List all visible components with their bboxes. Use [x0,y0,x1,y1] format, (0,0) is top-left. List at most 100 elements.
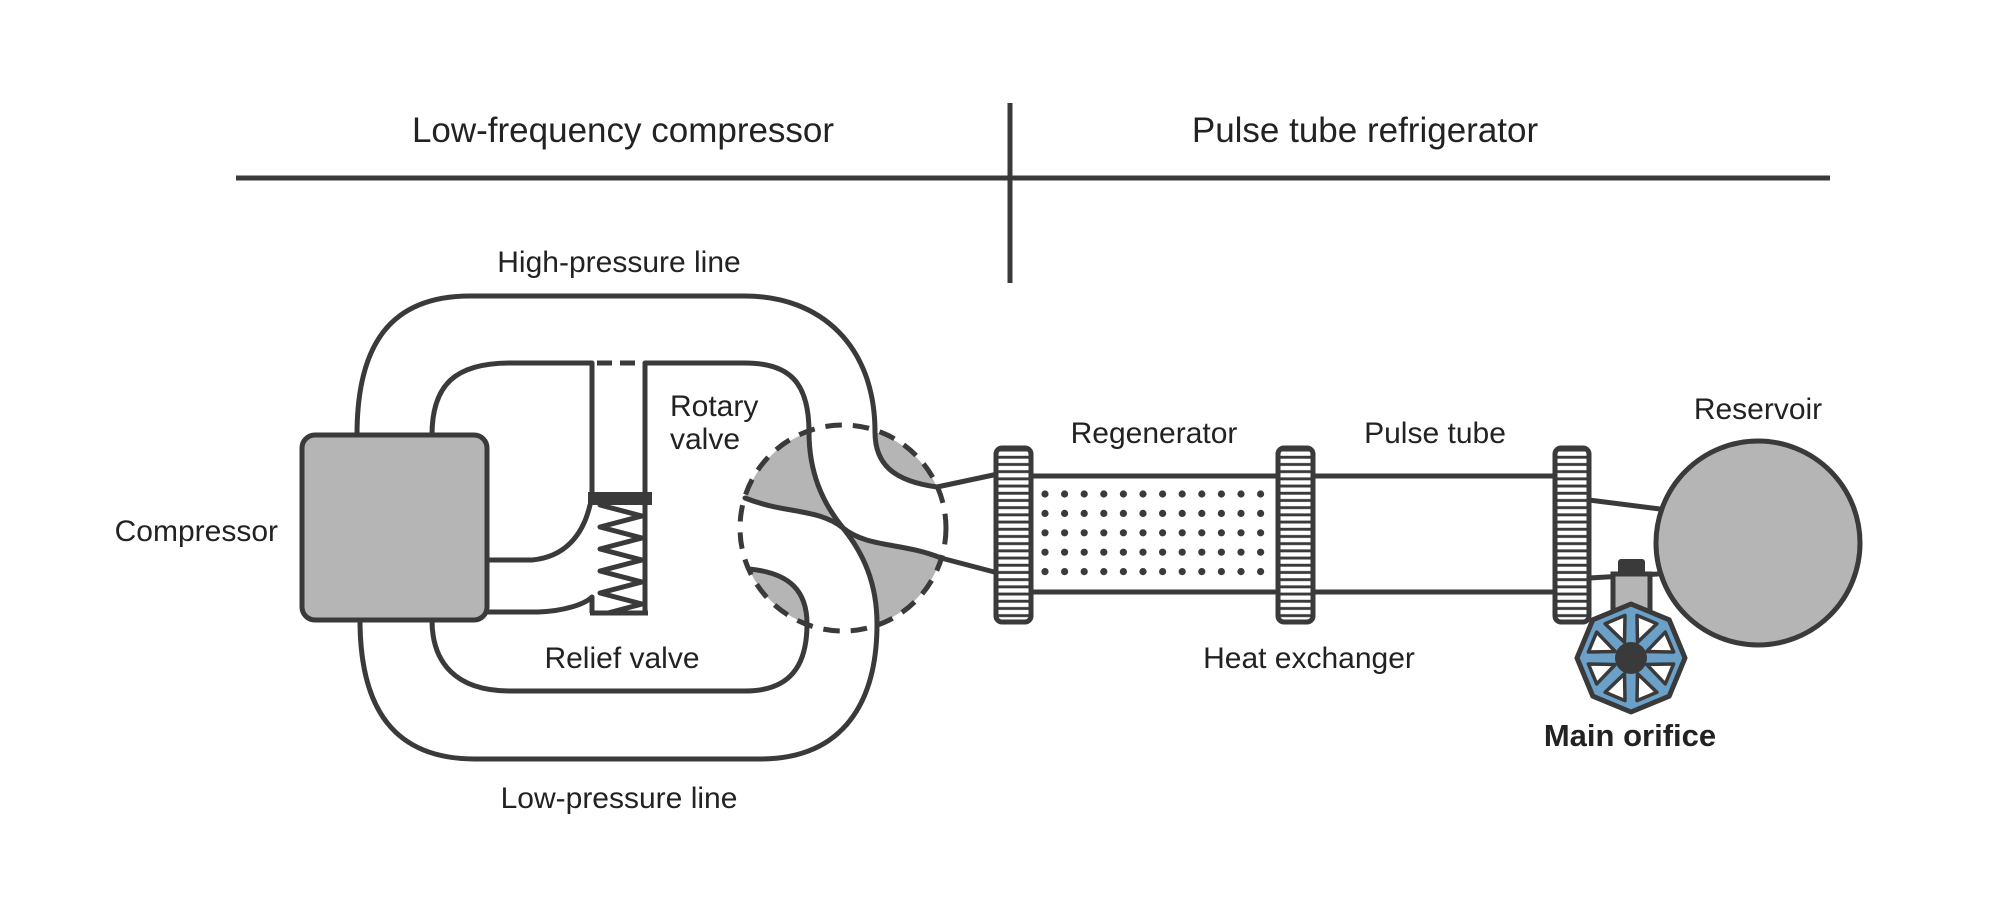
label-pulse-tube: Pulse tube [1364,417,1506,450]
regenerator-dot [1080,568,1088,576]
regenerator-dot [1041,548,1049,556]
regenerator-dot [1119,529,1127,537]
regenerator-dot [1257,509,1265,517]
regenerator-dot [1100,548,1108,556]
heat-exchanger-flange-right [1552,445,1592,625]
regenerator-dot [1198,529,1206,537]
regenerator-dot [1217,529,1225,537]
rotary-valve-channel-curve [872,429,940,490]
heat-exchanger-flange-middle [1275,445,1316,625]
handwheel-window [1603,613,1627,645]
handwheel-hub [1615,642,1647,674]
regenerator-dot [1139,548,1147,556]
label-relief-valve: Relief valve [544,642,699,675]
regenerator-dot [1159,529,1167,537]
regenerator-dot [1119,509,1127,517]
label-heat-exchanger: Heat exchanger [1203,642,1415,675]
regenerator-dot [1061,490,1069,498]
handwheel-window [1635,671,1659,703]
regenerator-dot [1159,490,1167,498]
label-low-pressure-line: Low-pressure line [501,782,738,815]
regenerator-dot [1139,509,1147,517]
inner-loop-bottom-pipe [429,617,810,694]
label-main-orifice: Main orifice [1544,718,1716,753]
label-regenerator: Regenerator [1071,417,1238,450]
regenerator-dot [1178,490,1186,498]
regenerator-dot [1257,548,1265,556]
regenerator-dot [1119,548,1127,556]
regenerator-dot [1237,568,1245,576]
regenerator-dot [1217,548,1225,556]
cold-head-assembly [993,445,1592,625]
rotary-valve-port-shade [749,569,807,624]
regenerator-dot [1119,568,1127,576]
rotary-valve-to-regenerator-top [934,471,1001,490]
regenerator-dot [1119,490,1127,498]
rotary-valve-channel-curve [742,495,944,561]
main-orifice-cap [1618,559,1645,575]
regenerator-dot [1257,490,1265,498]
regenerator-dot [1041,509,1049,517]
regenerator-dot [1159,568,1167,576]
regenerator-dot [1198,509,1206,517]
section-title-right: Pulse tube refrigerator [1192,111,1539,150]
label-compressor: Compressor [115,515,278,548]
regenerator-dot [1217,509,1225,517]
regenerator-dot [1257,568,1265,576]
regenerator-dot [1237,509,1245,517]
relief-valve [484,363,652,616]
handwheel-window [1644,630,1676,654]
regenerator-dot [1159,509,1167,517]
rotary-valve-channel-curve [746,566,810,627]
inner-loop-top-right-pipe [642,360,812,435]
regenerator-dot [1178,509,1186,517]
reservoir-assembly [1574,438,1863,715]
label-reservoir: Reservoir [1694,393,1822,426]
compressor-body [299,432,490,623]
relief-valve-spring [597,502,645,616]
regenerator-dot [1080,548,1088,556]
regenerator-dot [1100,509,1108,517]
regenerator-dot [1041,490,1049,498]
low-pressure-line-pipe [357,617,880,762]
regenerator-dot [1178,548,1186,556]
regenerator-dot [1041,568,1049,576]
rotary-valve-port-shade [843,528,941,624]
regenerator-dot [1237,529,1245,537]
regenerator-dot [1100,490,1108,498]
inner-loop-top-pipe [429,360,595,438]
reservoir-tank [1653,438,1863,648]
regenerator-dot [1237,490,1245,498]
regenerator-dot [1139,529,1147,537]
regenerator-dot [1080,509,1088,517]
rotary-valve-to-regenerator-bottom [938,555,1001,576]
rotary-valve-port-shade [745,432,843,528]
handwheel-window [1644,662,1676,686]
regenerator-dot [1217,490,1225,498]
regenerator-dot [1041,529,1049,537]
regenerator-dot [1178,529,1186,537]
label-high-pressure-line: High-pressure line [497,246,740,279]
handwheel-window [1586,630,1618,654]
regenerator-dot [1198,548,1206,556]
rotary-valve-body-outline [737,422,949,634]
regenerator-dot [1198,568,1206,576]
regenerator-dot [1061,529,1069,537]
regenerator-dot [1061,548,1069,556]
diagram-labels: Compressor High-pressure line Low-pressu… [115,246,1823,815]
section-title-left: Low-frequency compressor [412,111,834,150]
handwheel-window [1586,662,1618,686]
reservoir-connector-top [1586,497,1663,512]
label-rotary-valve-line1: Rotary [670,390,758,423]
label-rotary-valve-line2: valve [670,423,740,456]
header: Low-frequency compressor Pulse tube refr… [236,103,1830,283]
handwheel-windows [1586,613,1676,703]
regenerator-dot [1257,529,1265,537]
regenerator-dot [1159,548,1167,556]
handwheel-window [1635,613,1659,645]
regenerator-dot [1139,568,1147,576]
regenerator-matrix-dots [1041,490,1265,576]
regenerator-dot [1237,548,1245,556]
